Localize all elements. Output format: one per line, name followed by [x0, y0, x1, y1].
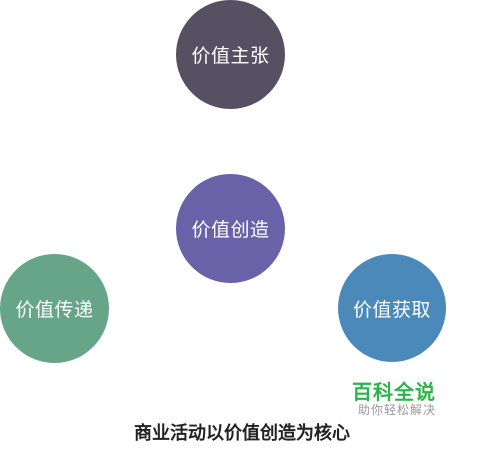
diagram-caption: 商业活动以价值创造为核心	[134, 423, 350, 444]
circle-value-capture: 价值获取	[338, 254, 446, 362]
circle-value-proposition: 价值主张	[176, 0, 285, 109]
circle-label: 价值主张	[191, 45, 270, 67]
circle-label: 价值传递	[15, 299, 94, 321]
watermark-subtitle: 助你轻松解决	[358, 403, 437, 417]
circle-label: 价值获取	[352, 298, 431, 321]
watermark-title: 百科全说	[352, 380, 436, 404]
circle-value-delivery: 价值传递	[0, 254, 109, 363]
circle-label: 价值创造	[191, 219, 270, 241]
circle-value-creation: 价值创造	[176, 174, 285, 283]
